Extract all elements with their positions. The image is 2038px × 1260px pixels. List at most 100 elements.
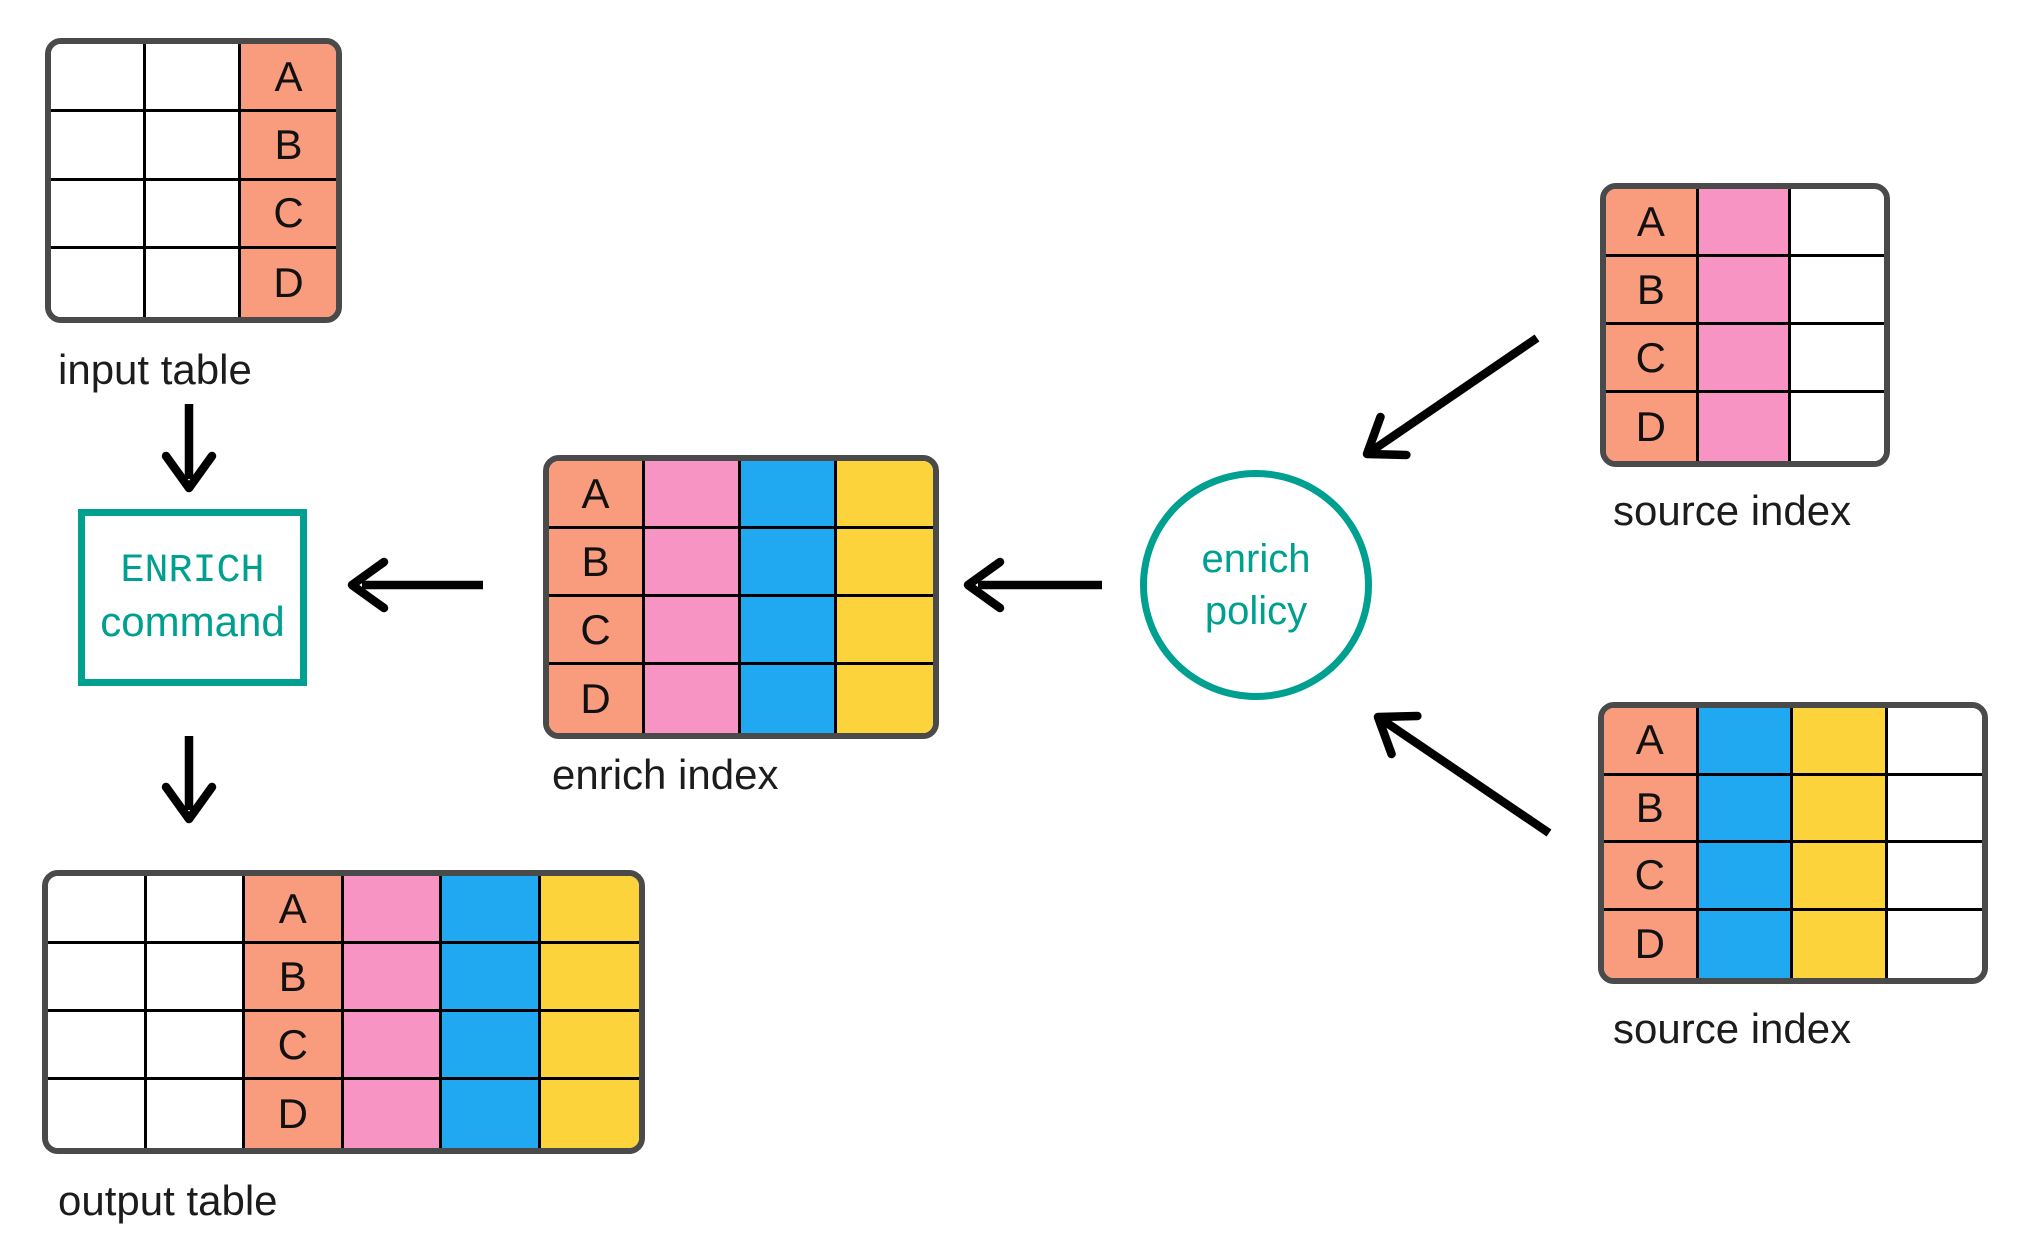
table-cell xyxy=(1791,257,1884,325)
table-cell xyxy=(1793,708,1888,776)
table-cell xyxy=(146,1012,245,1080)
source-index-top-label: source index xyxy=(1613,487,1852,534)
table-cell xyxy=(540,1080,639,1148)
table-cell xyxy=(837,461,933,529)
table-cell xyxy=(146,248,241,317)
table-cell xyxy=(540,876,639,944)
table-cell: B xyxy=(245,944,344,1012)
table-cell xyxy=(48,876,147,944)
table-cell xyxy=(837,665,933,733)
table-cell xyxy=(741,461,837,529)
table-cell xyxy=(1698,708,1793,776)
table-cell: A xyxy=(1604,708,1699,776)
table-cell xyxy=(645,461,741,529)
table-cell xyxy=(146,44,241,113)
table-cell xyxy=(540,1012,639,1080)
table-cell: C xyxy=(549,597,645,665)
table-cell xyxy=(837,529,933,597)
arrow-source-bottom-to-policy xyxy=(1373,711,1552,837)
table-cell xyxy=(1791,393,1884,461)
table-cell xyxy=(343,1012,442,1080)
table-cell: D xyxy=(549,665,645,733)
enrich-policy-word-1: enrich xyxy=(1201,537,1311,581)
table-cell: A xyxy=(549,461,645,529)
table-cell: C xyxy=(241,180,336,249)
table-cell xyxy=(343,944,442,1012)
arrow-source-top-to-policy xyxy=(1362,334,1540,460)
table-cell xyxy=(741,529,837,597)
table-cell xyxy=(540,944,639,1012)
table-cell xyxy=(1698,325,1792,393)
input-table-label: input table xyxy=(58,346,252,393)
table-cell: B xyxy=(1606,257,1699,325)
table-cell xyxy=(146,876,245,944)
table-cell xyxy=(645,529,741,597)
table-cell xyxy=(146,180,241,249)
table-cell: A xyxy=(245,876,344,944)
table-cell xyxy=(442,1012,541,1080)
table-cell xyxy=(1793,910,1888,978)
table-cell xyxy=(48,944,147,1012)
table-cell xyxy=(442,1080,541,1148)
table-cell xyxy=(442,876,541,944)
table-cell xyxy=(343,1080,442,1148)
table-cell xyxy=(51,180,146,249)
table-cell: D xyxy=(1604,910,1699,978)
arrow-command-to-output xyxy=(161,736,217,824)
table-cell xyxy=(1698,775,1793,843)
table-cell xyxy=(1698,189,1792,257)
table-cell xyxy=(51,112,146,181)
table-cell xyxy=(442,944,541,1012)
arrow-index-to-command xyxy=(347,557,483,613)
table-cell xyxy=(343,876,442,944)
table-cell: D xyxy=(241,248,336,317)
table-cell xyxy=(1887,775,1982,843)
table-cell: D xyxy=(245,1080,344,1148)
source-index-bottom-label: source index xyxy=(1613,1005,1852,1052)
table-cell xyxy=(741,665,837,733)
table-cell: A xyxy=(1606,189,1699,257)
table-cell xyxy=(1791,189,1884,257)
enrich-policy-word-2: policy xyxy=(1204,589,1308,633)
output-table-label: output table xyxy=(58,1177,278,1224)
table-cell: B xyxy=(549,529,645,597)
arrow-policy-to-index xyxy=(963,557,1102,613)
enrich-policy-node: enrich policy xyxy=(1140,470,1372,700)
table-cell xyxy=(1698,843,1793,911)
table-cell: D xyxy=(1606,393,1699,461)
table-cell xyxy=(146,944,245,1012)
table-cell xyxy=(1793,843,1888,911)
enrich-index-label: enrich index xyxy=(552,751,779,798)
table-cell xyxy=(1698,257,1792,325)
table-cell xyxy=(1791,325,1884,393)
table-cell: A xyxy=(241,44,336,113)
table-cell xyxy=(51,248,146,317)
table-cell xyxy=(741,597,837,665)
table-cell xyxy=(1793,775,1888,843)
table-cell xyxy=(1887,910,1982,978)
table-cell xyxy=(837,597,933,665)
table-cell xyxy=(146,112,241,181)
table-cell xyxy=(1698,910,1793,978)
table-cell: B xyxy=(241,112,336,181)
table-cell: C xyxy=(1606,325,1699,393)
table-cell xyxy=(1698,393,1792,461)
enrich-command-node: ENRICH command xyxy=(78,509,307,686)
table-cell: B xyxy=(1604,775,1699,843)
table-cell xyxy=(48,1080,147,1148)
table-cell: C xyxy=(1604,843,1699,911)
enrich-command-word: command xyxy=(100,598,285,645)
table-cell xyxy=(1887,843,1982,911)
enrich-command-keyword: ENRICH xyxy=(120,549,265,594)
table-cell xyxy=(645,597,741,665)
arrow-input-to-command xyxy=(161,404,217,493)
table-cell: C xyxy=(245,1012,344,1080)
table-cell xyxy=(51,44,146,113)
table-cell xyxy=(48,1012,147,1080)
